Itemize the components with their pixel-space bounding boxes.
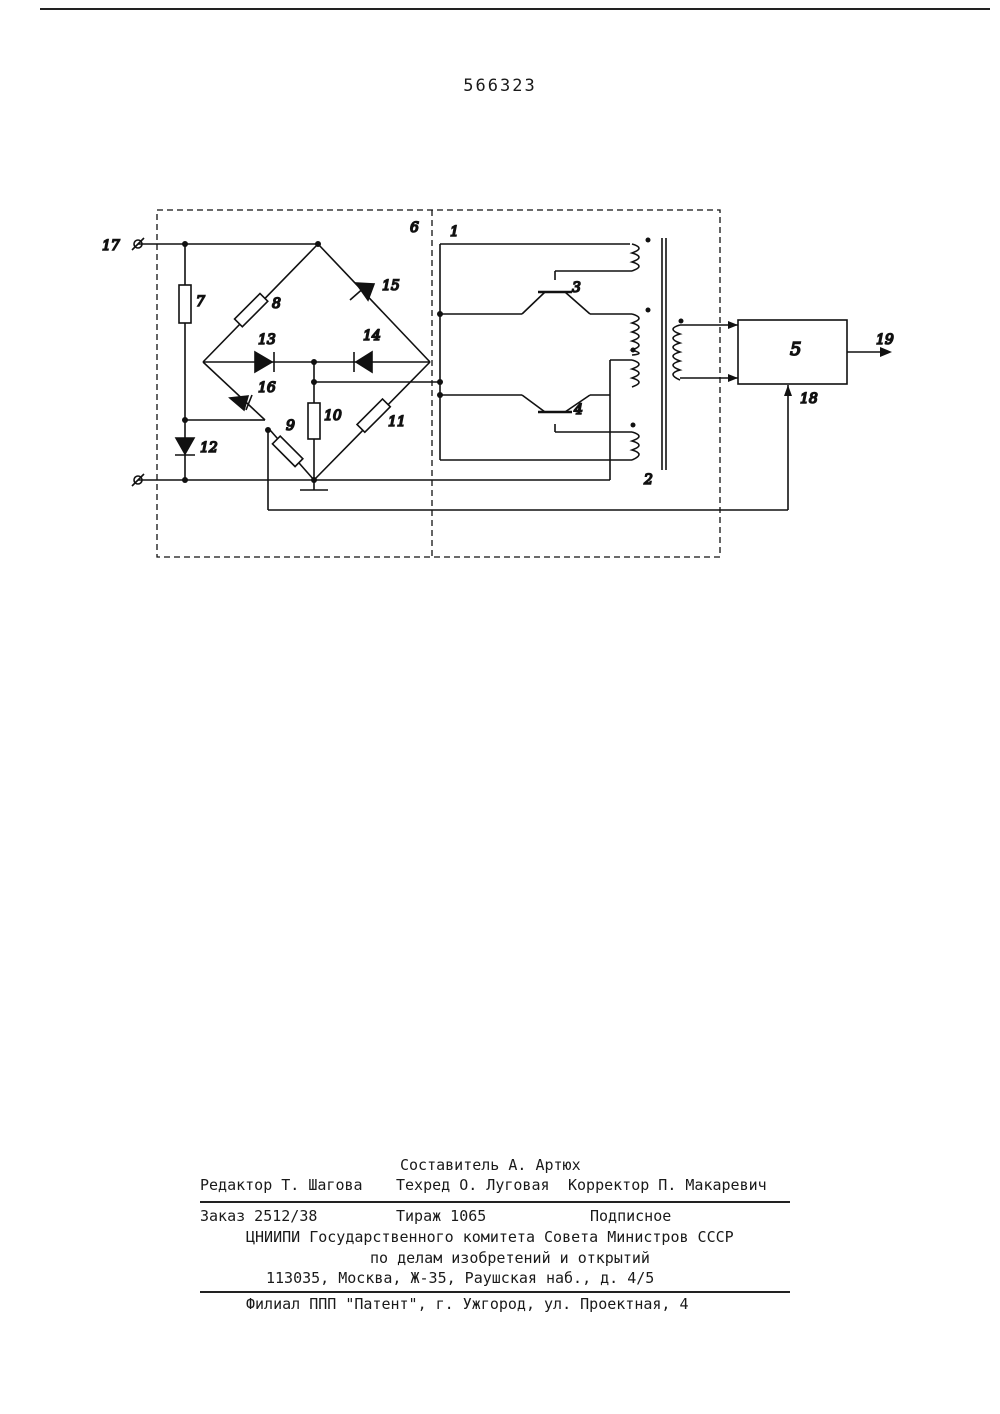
label-r9: 9	[286, 418, 295, 434]
label-unit5: 5	[790, 339, 801, 360]
label-d15: 15	[382, 278, 400, 294]
diode-12	[176, 438, 194, 454]
label-block1: 1	[450, 224, 459, 240]
transistors	[538, 292, 572, 412]
imprint-techred: Техред О. Луговая	[396, 1175, 550, 1196]
resistor-11	[357, 399, 390, 432]
imprint-circulation: Тираж 1065	[396, 1206, 486, 1227]
label-t3: 3	[572, 280, 581, 296]
label-t4: 4	[573, 402, 583, 418]
imprint-branch: Филиал ППП "Патент", г. Ужгород, ул. Про…	[246, 1294, 689, 1315]
label-d13: 13	[258, 332, 276, 348]
terminals	[132, 238, 144, 486]
diode-13	[255, 352, 272, 372]
top-rule	[40, 8, 990, 10]
imprint-address: 113035, Москва, Ж-35, Раушская наб., д. …	[266, 1268, 654, 1289]
imprint-compiler: Составитель А. Артюх	[400, 1155, 581, 1176]
imprint-rule-lower	[200, 1291, 790, 1293]
wires	[138, 244, 885, 510]
imprint-editor: Редактор Т. Шагова	[200, 1175, 363, 1196]
imprint-institute: ЦНИИПИ Государственного комитета Совета …	[246, 1227, 734, 1248]
label-block2: 2	[643, 472, 653, 488]
resistor-7	[179, 285, 191, 323]
label-d16: 16	[258, 380, 276, 396]
label-block6: 6	[410, 220, 419, 236]
label-output19: 19	[876, 332, 894, 348]
diode-16	[230, 396, 248, 410]
imprint-order: Заказ 2512/38	[200, 1206, 317, 1227]
label-d14: 14	[363, 328, 381, 344]
imprint-subscription: Подписное	[590, 1206, 671, 1227]
label-r11: 11	[388, 414, 406, 430]
label-d12: 12	[200, 440, 218, 456]
label-terminal-17: 17	[102, 238, 120, 254]
imprint-corrector: Корректор П. Макаревич	[568, 1175, 767, 1196]
label-r10: 10	[324, 408, 342, 424]
imprint-affairs: по делам изобретений и открытий	[370, 1248, 650, 1269]
resistor-9	[272, 436, 302, 466]
circuit-schematic: 17 7 8 13 14 15 16 9 10 11 12 6 1 2 3 4 …	[0, 180, 1000, 580]
transformer-windings	[632, 244, 680, 460]
label-r8: 8	[272, 296, 281, 312]
transformer-core	[662, 238, 666, 470]
resistor-10	[308, 403, 320, 439]
label-input18: 18	[800, 391, 818, 407]
patent-number: 566323	[0, 76, 1000, 96]
diode-14	[356, 352, 372, 372]
resistor-8	[235, 294, 268, 327]
label-r7: 7	[196, 294, 205, 310]
imprint-rule-upper	[200, 1201, 790, 1203]
